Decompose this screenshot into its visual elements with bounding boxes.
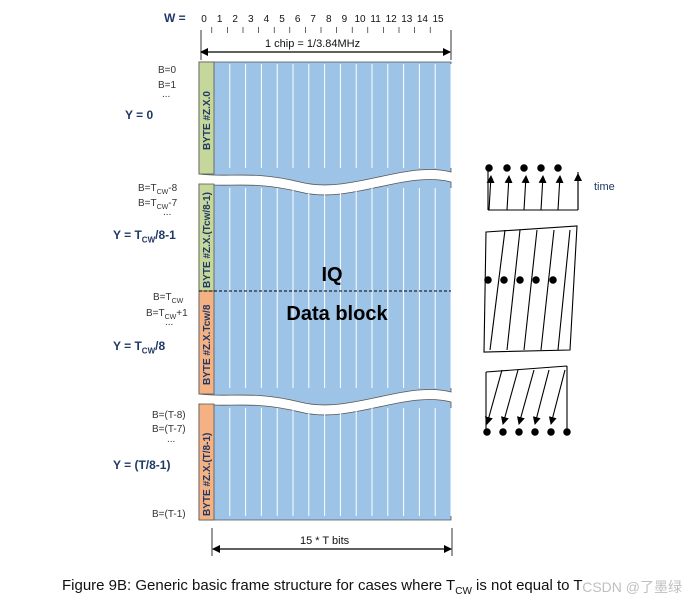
b-label-0: B=0 [158,65,177,76]
b-label-tcw-plus-1: B=TCW+1 [146,308,188,321]
w-value-5: 5 [279,14,285,25]
timing-dot [520,164,528,172]
w-label: W = [164,11,186,25]
timing-dot [485,164,493,172]
w-value-1: 1 [217,14,223,25]
timing-dot [516,276,524,284]
w-value-13: 13 [401,14,413,25]
block-2 [198,179,452,406]
b-ellipsis-4: ... [167,434,176,445]
watermark: CSDN @了墨绿 [582,579,682,595]
b-ellipsis-1: ... [162,89,171,100]
timing-arrow-up [555,175,564,211]
timing-dot [537,164,545,172]
w-value-3: 3 [248,14,254,25]
byte-label-3: BYTE #Z.X.Tcw/8 [202,304,213,385]
timing-slant-line [489,229,506,351]
byte-label-1: BYTE #Z.X.0 [202,91,213,150]
timing-dot [547,428,555,436]
time-label: time [594,181,615,193]
b-ellipsis-2: ... [163,207,172,218]
bottom-label: 15 * T bits [300,535,350,547]
timing-slant-line [523,229,538,351]
w-value-11: 11 [370,14,381,25]
timing-dot [532,276,540,284]
gridlines-1 [229,64,452,168]
y-label-tcw-8-1: Y = TCW/8-1 [113,228,176,245]
timing-dot [515,428,523,436]
w-value-7: 7 [310,14,316,25]
b-label-tcw: B=TCW [153,292,184,305]
w-value-9: 9 [342,14,348,25]
w-value-4: 4 [264,14,270,25]
timing-dot [563,428,571,436]
w-value-12: 12 [386,14,398,25]
timing-illustration [483,164,582,436]
timing-arrow-down [517,369,535,425]
timing-dot [499,428,507,436]
w-value-2: 2 [232,14,238,25]
timing-dot [554,164,562,172]
timing-dot [531,428,539,436]
timing-slant-line [506,229,521,351]
figure-caption: Figure 9B: Generic basic frame structure… [62,577,583,597]
timing-arrow-down [501,369,519,425]
timing-arrow-up [486,175,495,211]
w-value-8: 8 [326,14,332,25]
byte-label-2: BYTE #Z.X.(Tcw/8-1) [202,192,213,288]
gridlines-2 [229,188,452,388]
w-value-6: 6 [295,14,301,25]
chip-label: 1 chip = 1/3.84MHz [265,38,360,50]
byte-cell-4 [198,403,215,521]
block-3 [198,399,452,521]
y-label-t-8-1: Y = (T/8-1) [113,458,171,472]
w-value-10: 10 [354,14,366,25]
timing-dot [503,164,511,172]
byte-cell-1 [198,61,215,175]
timing-dot [500,276,508,284]
y-label-tcw-8: Y = TCW/8 [113,339,166,356]
timing-dot [483,428,491,436]
timing-arrow-up [538,175,547,211]
b-label-t-7: B=(T-7) [152,424,186,435]
timing-slant-line [540,229,555,351]
w-value-14: 14 [417,14,429,25]
b-ellipsis-3: ... [165,317,174,328]
b-label-t-8: B=(T-8) [152,410,186,421]
data-block-label: Data block [286,303,388,325]
timing-dot [549,276,557,284]
b-label-tcw-8: B=TCW-8 [138,183,178,196]
byte-label-4: BYTE #Z.X.(T/8-1) [202,433,213,516]
block-1 [198,61,452,186]
gridlines-3 [229,408,452,516]
timing-arrow-down [485,369,503,425]
timing-dot [484,276,492,284]
b-label-1: B=1 [158,80,177,91]
timing-slant-line [557,229,571,351]
timing-arrow-up [504,175,513,211]
b-label-tcw-7: B=TCW-7 [138,198,178,211]
iq-label: IQ [321,264,342,286]
timing-arrow-down [532,369,550,425]
b-label-t-1: B=(T-1) [152,509,186,520]
timing-arrow-down [548,369,566,425]
w-value-15: 15 [432,14,444,25]
y-label-0: Y = 0 [125,108,154,122]
w-value-0: 0 [201,14,207,25]
timing-arrow-up [521,175,530,211]
